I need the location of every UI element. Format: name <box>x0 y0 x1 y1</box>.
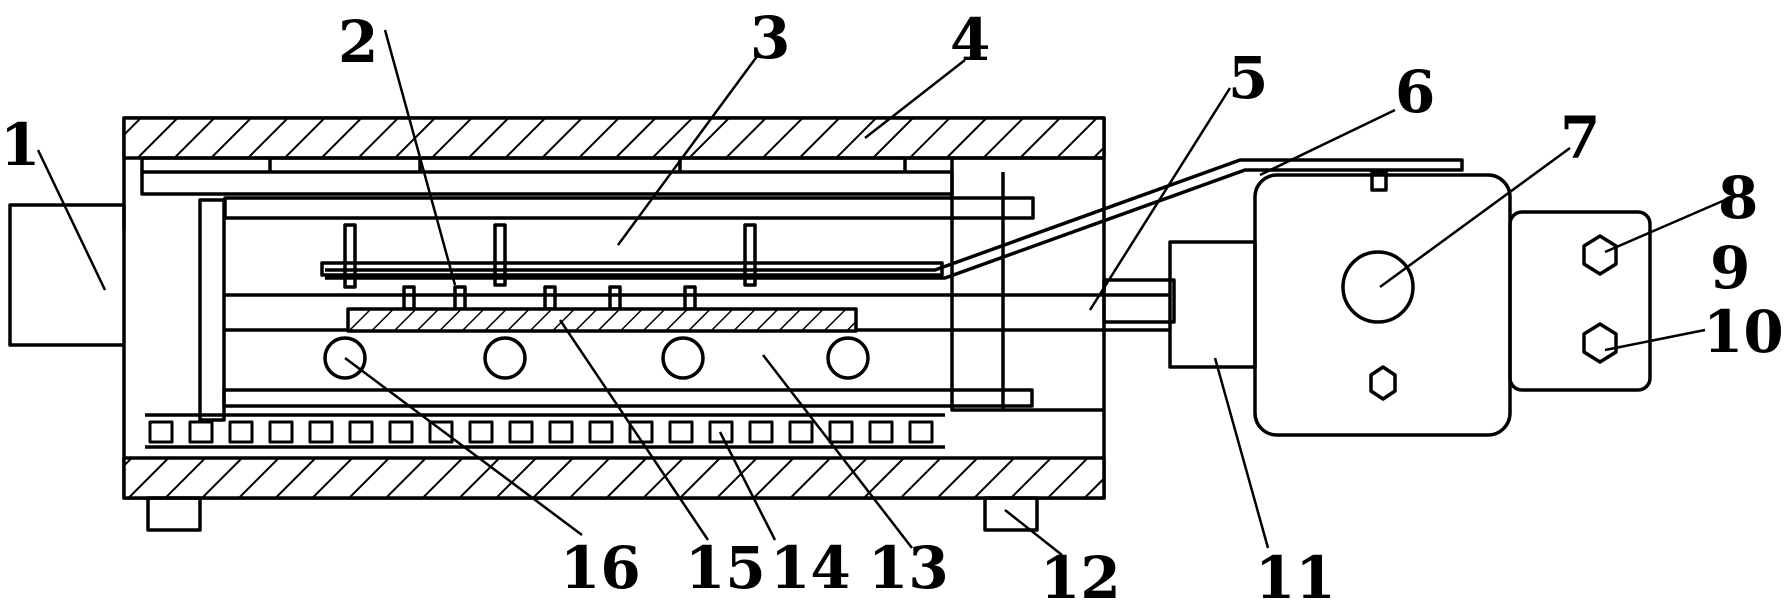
callout-14: 14 <box>770 534 851 602</box>
callout-labels: 1 2 3 4 5 6 7 8 9 10 11 12 13 14 15 16 <box>0 4 1784 612</box>
rollers <box>323 336 870 380</box>
callout-15: 15 <box>685 534 766 602</box>
roller-carriage <box>222 388 1034 408</box>
callout-10: 10 <box>1703 298 1784 366</box>
callout-9: 9 <box>1710 234 1750 302</box>
callout-8: 8 <box>1718 164 1758 232</box>
coupling-block <box>1168 240 1257 369</box>
callout-2: 2 <box>338 8 378 76</box>
left-connector <box>8 203 126 347</box>
contact-pins <box>402 285 697 311</box>
motor-box <box>1253 173 1512 437</box>
callout-16: 16 <box>560 534 641 602</box>
motor-shaft <box>1341 250 1415 324</box>
small-hex-nut <box>1369 365 1397 401</box>
hatched-bar <box>346 307 858 333</box>
left-support <box>198 198 226 422</box>
leader-lines <box>36 29 1726 556</box>
callout-7: 7 <box>1560 104 1600 172</box>
callout-6: 6 <box>1395 58 1435 126</box>
callout-1: 1 <box>0 111 40 179</box>
callout-4: 4 <box>950 6 990 74</box>
push-rod <box>1102 278 1176 324</box>
bent-lever <box>325 158 1464 280</box>
bottom-hatched-wall <box>122 456 1106 500</box>
top-hatched-wall <box>122 116 1106 160</box>
callout-13: 13 <box>868 534 949 602</box>
callout-3: 3 <box>750 4 790 72</box>
bolt-lower <box>1582 322 1618 364</box>
bottom-cog-row <box>145 413 945 449</box>
upper-plate-pins <box>343 223 757 289</box>
left-foot <box>146 496 202 532</box>
callout-11: 11 <box>1255 544 1336 607</box>
top-tab <box>1370 170 1388 192</box>
callout-5: 5 <box>1228 44 1268 112</box>
callout-12: 12 <box>1040 544 1121 607</box>
upper-guide <box>223 196 1035 220</box>
right-foot <box>983 496 1039 532</box>
bottom-cog-cells <box>148 420 934 444</box>
top-rail <box>140 170 954 196</box>
mounting-plate <box>1508 210 1652 392</box>
bolt-upper <box>1582 234 1618 276</box>
